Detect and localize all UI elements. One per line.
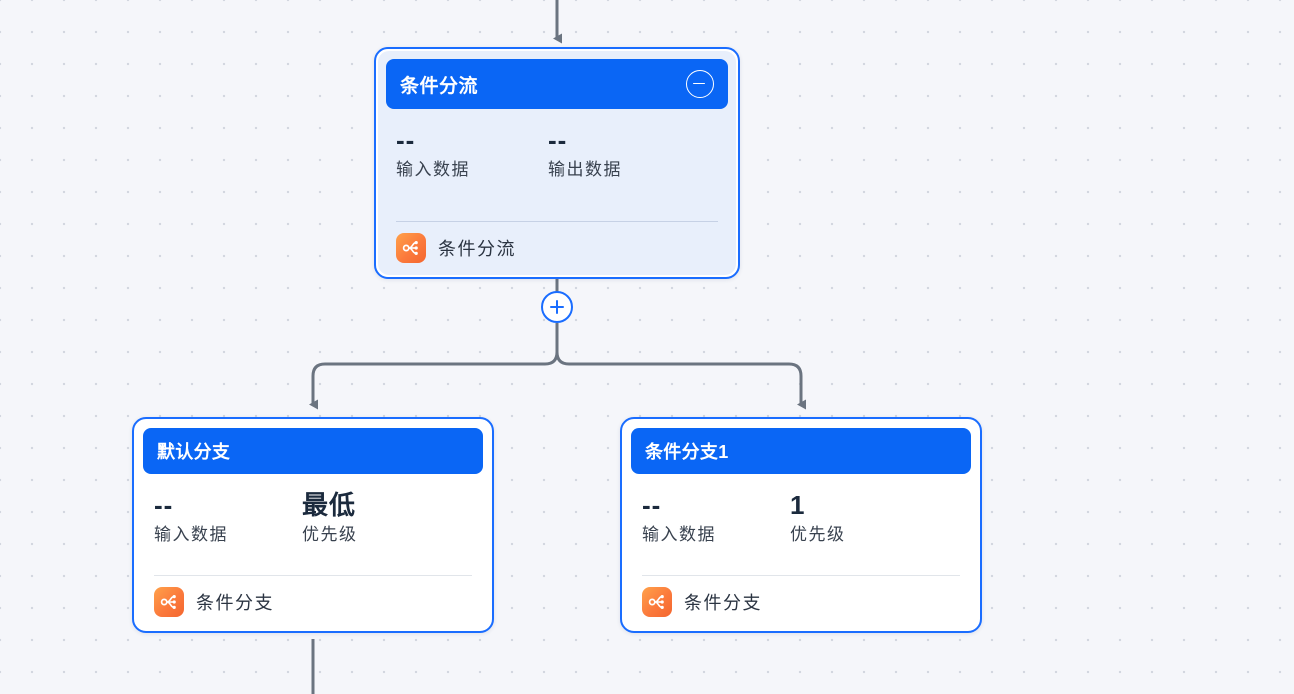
stat-input-data: -- 输入数据 [154, 490, 302, 575]
node-type-label: 条件分流 [438, 239, 516, 259]
stat-label: 输出数据 [548, 160, 622, 179]
stat-value: 最低 [302, 490, 357, 520]
node-footer: 条件分支 [642, 575, 960, 629]
node-body: 条件分流 -- 输入数据 -- 输出数据 [378, 51, 736, 275]
node-header: 默认分支 [143, 428, 483, 474]
stat-value: 1 [790, 490, 806, 520]
stat-value: -- [642, 490, 662, 520]
node-condition-router[interactable]: 条件分流 -- 输入数据 -- 输出数据 [374, 47, 740, 279]
stat-label: 优先级 [790, 525, 846, 544]
node-stats: -- 输入数据 最低 优先级 [136, 474, 490, 575]
stat-priority: 1 优先级 [790, 490, 846, 575]
minus-circle-icon[interactable] [686, 70, 714, 98]
stat-input-data: -- 输入数据 [396, 125, 548, 221]
node-stats: -- 输入数据 -- 输出数据 [378, 109, 736, 221]
branch-icon [396, 233, 426, 263]
node-header: 条件分支1 [631, 428, 971, 474]
stat-label: 输入数据 [642, 525, 716, 544]
node-default-branch[interactable]: 默认分支 -- 输入数据 最低 优先级 [132, 417, 494, 633]
node-header: 条件分流 [386, 59, 728, 109]
stat-label: 输入数据 [396, 160, 470, 179]
node-body: 条件分支1 -- 输入数据 1 优先级 [624, 421, 978, 629]
stat-output-data: -- 输出数据 [548, 125, 622, 221]
node-footer: 条件分支 [154, 575, 472, 629]
node-footer: 条件分流 [396, 221, 718, 275]
stat-value: -- [396, 125, 416, 155]
branch-icon [642, 587, 672, 617]
stat-label: 输入数据 [154, 525, 228, 544]
stat-input-data: -- 输入数据 [642, 490, 790, 575]
stat-value: -- [548, 125, 568, 155]
node-title: 默认分支 [157, 442, 231, 462]
node-stats: -- 输入数据 1 优先级 [624, 474, 978, 575]
branch-icon [154, 587, 184, 617]
stat-value: -- [154, 490, 174, 520]
node-title: 条件分流 [400, 75, 479, 97]
node-condition-branch-1[interactable]: 条件分支1 -- 输入数据 1 优先级 [620, 417, 982, 633]
node-title: 条件分支1 [645, 442, 729, 462]
stat-priority: 最低 优先级 [302, 490, 358, 575]
node-body: 默认分支 -- 输入数据 最低 优先级 [136, 421, 490, 629]
add-node-button[interactable] [541, 291, 573, 323]
node-type-label: 条件分支 [684, 593, 762, 613]
edge-split-to-branches [309, 323, 806, 410]
stat-label: 优先级 [302, 525, 358, 544]
node-type-label: 条件分支 [196, 593, 274, 613]
